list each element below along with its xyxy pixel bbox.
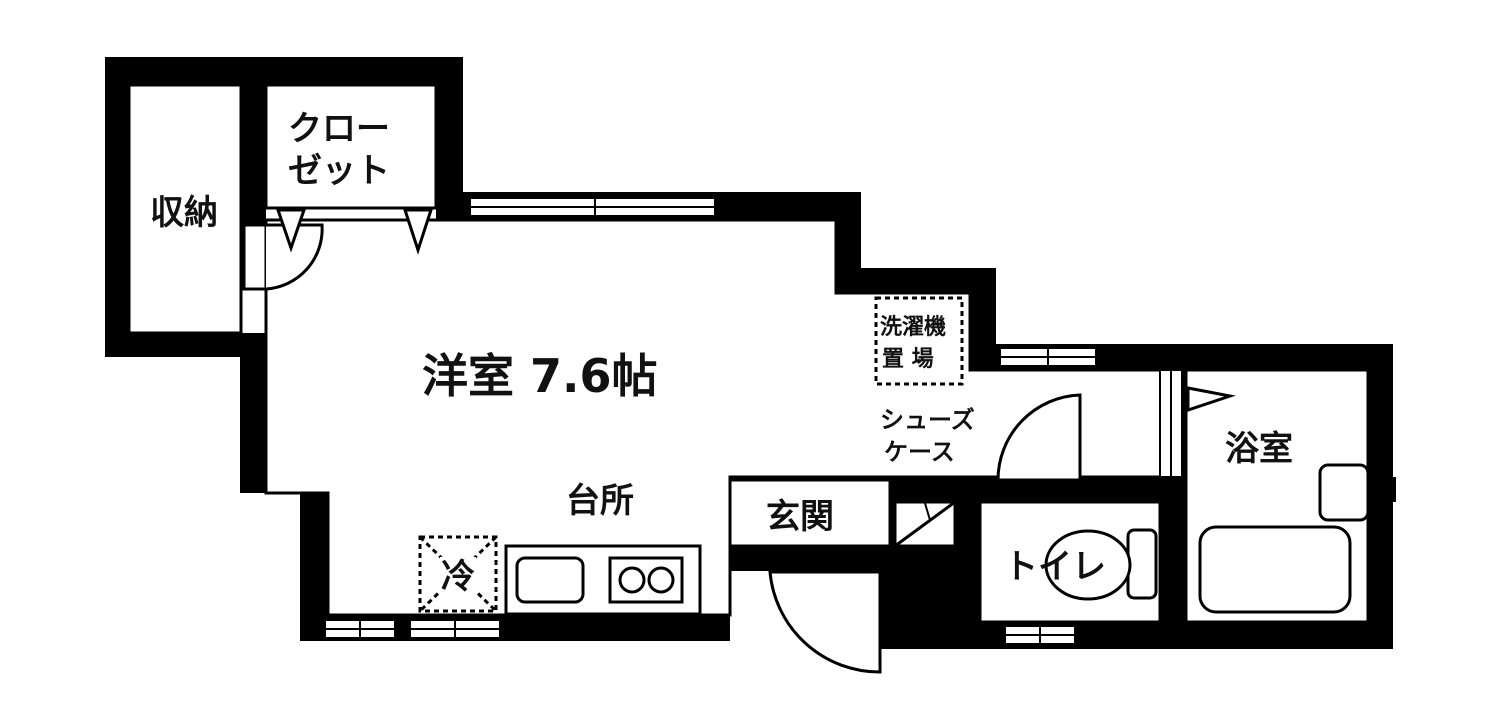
bath-door-flag <box>1186 386 1236 413</box>
toilet-tank <box>1126 528 1158 600</box>
closet-door-left <box>275 208 307 253</box>
windows <box>324 197 1183 645</box>
doors <box>242 208 1236 674</box>
storage-door-swing <box>265 223 324 291</box>
closet-room <box>264 83 438 210</box>
entrance-label: 玄関 <box>766 497 834 537</box>
main-room-label: 洋室 7.6帖 <box>422 349 658 403</box>
closet-label-line1: クロー <box>288 109 390 149</box>
storage-door-frame <box>242 223 268 291</box>
storage-label: 収納 <box>150 193 218 233</box>
washer-label-line1: 洗濯機 <box>880 315 946 340</box>
burner-right <box>647 566 675 594</box>
shoe-case-label-line2: ケース <box>884 438 955 466</box>
closet-door-right <box>402 208 434 255</box>
closet-label-line2: ゼット <box>288 151 390 191</box>
washer-space <box>874 296 964 386</box>
burner-left <box>618 566 646 594</box>
kitchen-label: 台所 <box>566 481 634 521</box>
kitchen-sink <box>515 556 585 604</box>
fridge <box>418 535 498 613</box>
storage-room <box>127 83 243 335</box>
entrance-floor <box>728 478 892 548</box>
bath-faucet <box>1318 463 1370 522</box>
bath-door-swing <box>996 393 1082 482</box>
shoe-case-label-line1: シューズ <box>880 406 975 434</box>
toilet-bowl <box>1044 529 1132 601</box>
washer-label-line2: 置 場 <box>882 347 934 372</box>
fridge-label: 冷 <box>441 557 475 597</box>
entrance-step <box>730 546 880 571</box>
bathtub <box>1198 525 1352 614</box>
entrance-door-swing <box>768 570 882 674</box>
toilet-label: トイレ <box>1004 547 1106 587</box>
bathroom-label: 浴室 <box>1225 429 1293 469</box>
fixtures <box>504 463 1370 616</box>
